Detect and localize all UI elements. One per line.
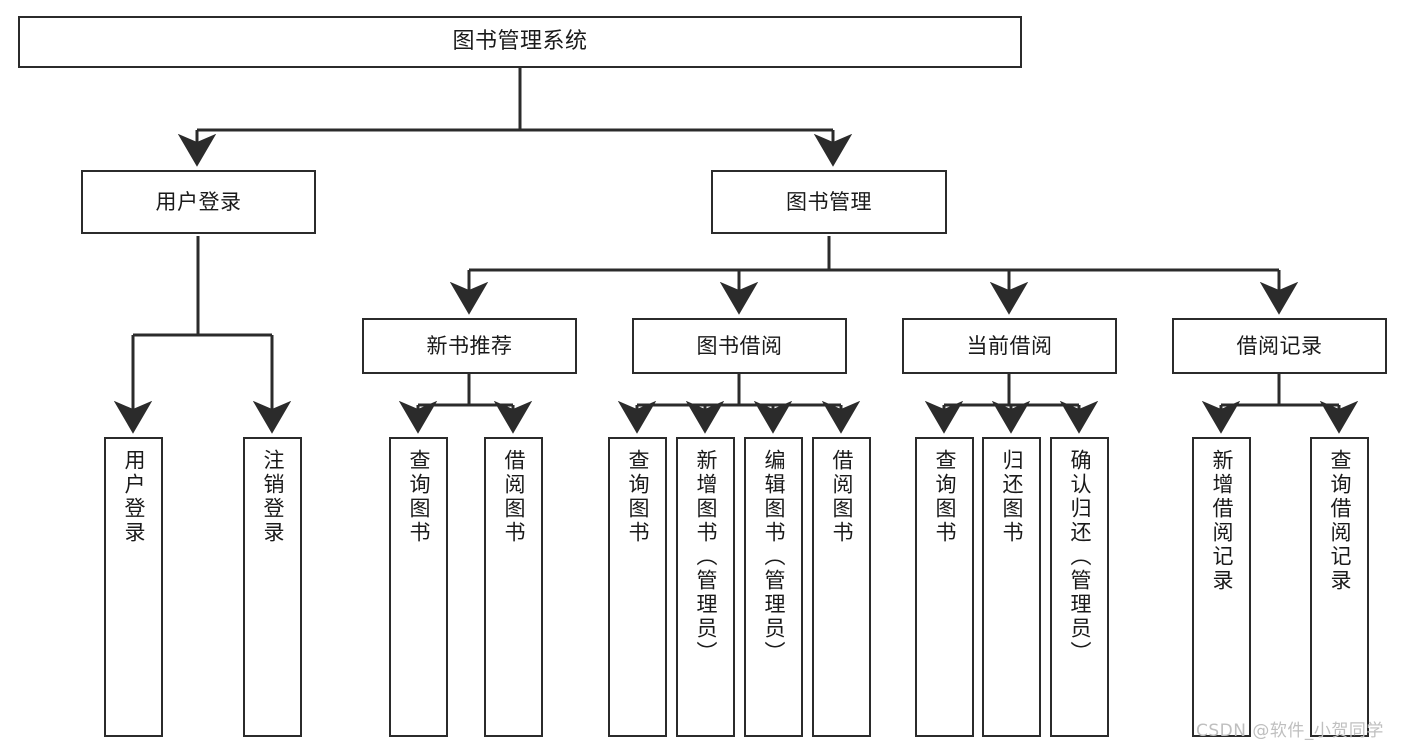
node-root[interactable]: 图书管理系统	[18, 16, 1022, 68]
leaf-borrow-borrow-book[interactable]: 借阅图书	[812, 437, 871, 737]
node-borrow-records-label: 借阅记录	[1236, 333, 1323, 358]
leaf-records-query-label: 查询借阅记录	[1328, 449, 1352, 593]
node-book-borrow[interactable]: 图书借阅	[632, 318, 847, 374]
node-user-login-label: 用户登录	[155, 189, 242, 214]
leaf-user-login-signin[interactable]: 用户登录	[104, 437, 163, 737]
node-book-borrow-label: 图书借阅	[696, 333, 783, 358]
leaf-current-confirm-return-label: 确认归还（管理员）	[1068, 449, 1092, 665]
leaf-borrow-query-label: 查询图书	[626, 449, 650, 545]
leaf-records-add-label: 新增借阅记录	[1210, 449, 1234, 593]
node-user-login[interactable]: 用户登录	[81, 170, 316, 234]
node-book-management-label: 图书管理	[786, 189, 872, 214]
leaf-borrow-edit-book-label: 编辑图书（管理员）	[762, 449, 786, 665]
node-borrow-records[interactable]: 借阅记录	[1172, 318, 1387, 374]
leaf-borrow-add-book-label: 新增图书（管理员）	[694, 449, 718, 665]
leaf-current-query-label: 查询图书	[933, 449, 957, 545]
leaf-records-add[interactable]: 新增借阅记录	[1192, 437, 1251, 737]
leaf-records-query[interactable]: 查询借阅记录	[1310, 437, 1369, 737]
node-root-label: 图书管理系统	[452, 29, 588, 55]
leaf-current-return[interactable]: 归还图书	[982, 437, 1041, 737]
node-current-borrow-label: 当前借阅	[966, 333, 1053, 358]
leaf-borrow-edit-book[interactable]: 编辑图书（管理员）	[744, 437, 803, 737]
node-new-book-recommend-label: 新书推荐	[426, 333, 513, 358]
leaf-borrow-query[interactable]: 查询图书	[608, 437, 667, 737]
leaf-new-book-borrow[interactable]: 借阅图书	[484, 437, 543, 737]
leaf-user-login-signin-label: 用户登录	[122, 449, 146, 545]
leaf-user-login-signout[interactable]: 注销登录	[243, 437, 302, 737]
node-current-borrow[interactable]: 当前借阅	[902, 318, 1117, 374]
leaf-borrow-borrow-book-label: 借阅图书	[830, 449, 854, 545]
leaf-current-confirm-return[interactable]: 确认归还（管理员）	[1050, 437, 1109, 737]
leaf-borrow-add-book[interactable]: 新增图书（管理员）	[676, 437, 735, 737]
leaf-user-login-signout-label: 注销登录	[261, 449, 285, 545]
node-new-book-recommend[interactable]: 新书推荐	[362, 318, 577, 374]
leaf-current-return-label: 归还图书	[1000, 449, 1024, 545]
leaf-current-query[interactable]: 查询图书	[915, 437, 974, 737]
watermark-text: CSDN @软件_小贺同学	[1196, 721, 1384, 741]
node-book-management[interactable]: 图书管理	[711, 170, 947, 234]
leaf-new-book-query[interactable]: 查询图书	[389, 437, 448, 737]
leaf-new-book-borrow-label: 借阅图书	[502, 449, 526, 545]
leaf-new-book-query-label: 查询图书	[407, 449, 431, 545]
